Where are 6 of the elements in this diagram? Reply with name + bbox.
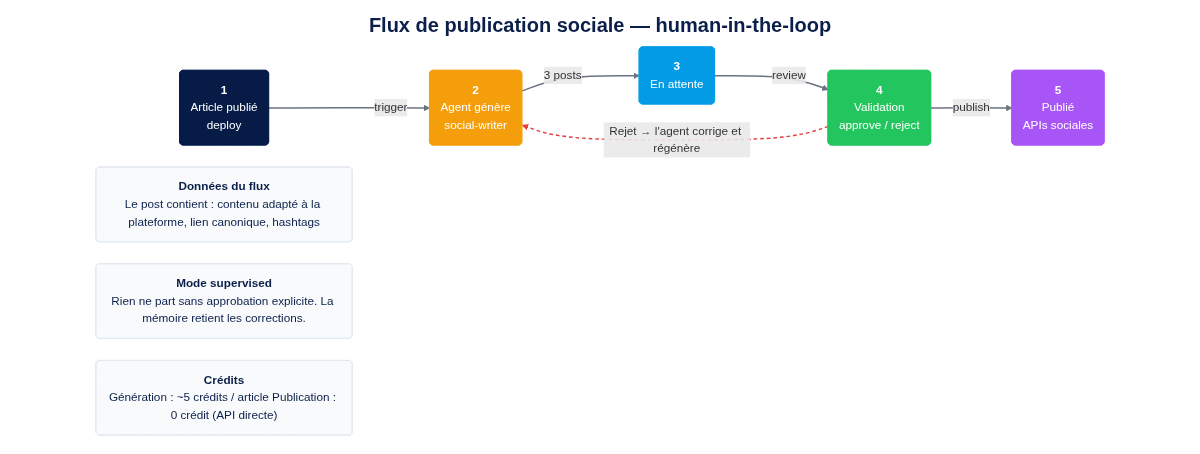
edge-label: trigger	[374, 101, 408, 114]
edge-label: 3 posts	[543, 68, 582, 82]
diagram-title: Flux de publication sociale — human-in-the-loop	[367, 14, 833, 37]
edge-label: publish	[952, 101, 990, 114]
edge-label: review	[772, 68, 806, 82]
edge-label: Rejet → l'agent corrige et régénère	[609, 124, 742, 155]
